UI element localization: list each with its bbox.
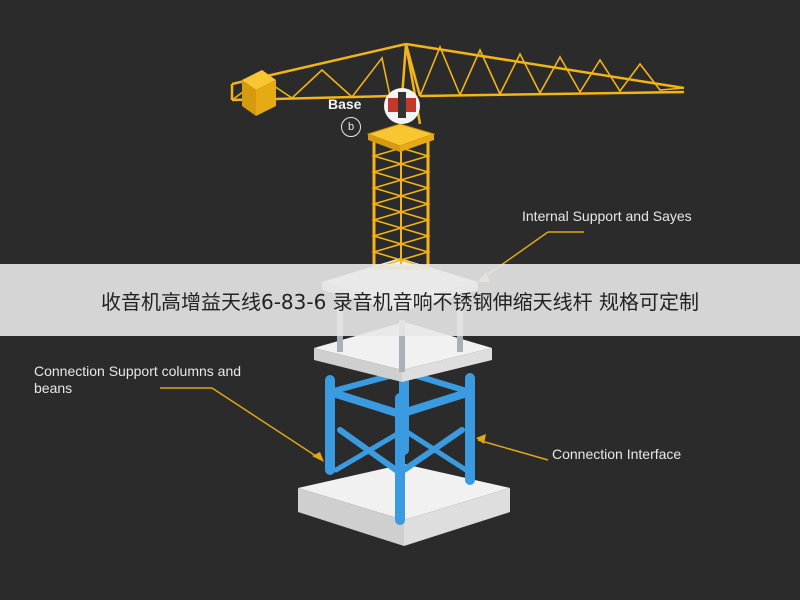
leader-arrow-interface (476, 434, 486, 444)
crane-counterweight (242, 70, 276, 116)
base-label: Base (328, 96, 362, 112)
connection-interface-label: Connection Interface (552, 446, 682, 462)
connection-support-label: Connection Support columns and beans (34, 363, 242, 396)
internal-support-label: Internal Support and Sayes (522, 208, 692, 224)
crane-jib (404, 42, 685, 98)
crane-mast (371, 138, 431, 270)
base-marker: b (341, 117, 361, 137)
caption-banner-text: 收音机高增益天线6-83-6 录音机音响不锈钢伸缩天线杆 规格可定制 (100, 289, 700, 314)
crane-cab-emblem (384, 88, 420, 124)
caption-banner: 收音机高增益天线6-83-6 录音机音响不锈钢伸缩天线杆 规格可定制 (0, 264, 800, 336)
crane-turntable (366, 123, 436, 152)
leader-arrow-columns (312, 452, 324, 462)
